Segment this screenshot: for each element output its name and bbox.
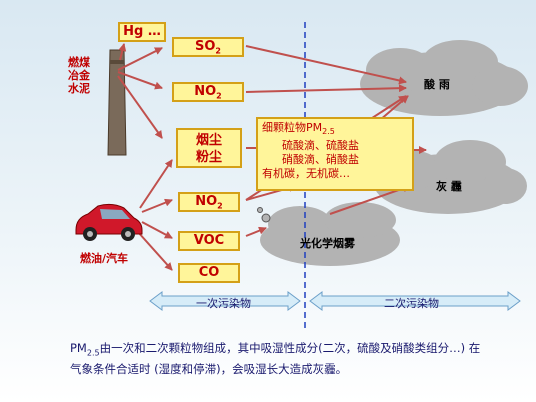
chimney-arrows [117, 43, 163, 139]
smog-cloud [257, 202, 400, 266]
pm25-line-carbon: 有机碳，无机碳… [262, 167, 350, 181]
chimney-icon [107, 49, 127, 156]
smog-label: 光化学烟雾 [300, 237, 355, 250]
primary-band [149, 291, 301, 311]
pm25-box: 细颗粒物PM2.5 硫酸滴、硫酸盐 硝酸滴、硝酸盐 有机碳，无机碳… [256, 117, 414, 191]
no2-bottom-box: NO2 [178, 192, 240, 212]
pm25-title: 细颗粒物PM2.5 [262, 121, 408, 139]
co-box: CO [178, 263, 240, 283]
caption-pm-prefix: PM [70, 341, 87, 355]
primary-band-label: 一次污染物 [196, 297, 251, 310]
pm25-title-subscript: 2.5 [322, 127, 335, 137]
coal-label-line: 燃煤 [68, 56, 90, 69]
voc-label: VOC [193, 233, 225, 248]
caption-line2: 气象条件合适时 (湿度和停滞)，会吸湿长大造成灰霾。 [70, 362, 348, 377]
car-source-label: 燃油/汽车 [80, 252, 129, 265]
hg-box: Hg … [118, 22, 166, 42]
caption-line1: PM2.5由一次和二次颗粒物组成，其中吸湿性成分(二次，硫酸及硝酸类组分…) 在 [70, 340, 520, 361]
no2-top-box: NO2 [172, 82, 244, 102]
no2-top-subscript: 2 [216, 91, 222, 101]
so2-box: SO2 [172, 37, 244, 57]
cement-label-line: 水泥 [68, 82, 90, 95]
car-arrows [137, 159, 173, 271]
voc-box: VOC [178, 231, 240, 251]
dust-label-line2: 粉尘 [195, 150, 222, 165]
so2-label: SO [195, 39, 216, 54]
caption-line1-text: 由一次和二次颗粒物组成，其中吸湿性成分(二次，硫酸及硝酸类组分…) 在 [99, 341, 481, 355]
caption-text: PM2.5由一次和二次颗粒物组成，其中吸湿性成分(二次，硫酸及硝酸类组分…) 在… [70, 340, 520, 377]
haze-label: 灰 霾 [436, 180, 462, 193]
metallurgy-label-line: 冶金 [68, 69, 90, 82]
co-label: CO [198, 265, 220, 280]
acid-rain-label: 酸 雨 [424, 78, 450, 91]
so2-subscript: 2 [215, 46, 221, 56]
no2-top-label: NO [194, 84, 217, 99]
pm25-line-nitrate: 硝酸滴、硝酸盐 [282, 153, 359, 167]
no2-bottom-label: NO [195, 194, 218, 209]
dust-box: 烟尘 粉尘 [176, 128, 242, 168]
pm25-line-sulfate: 硫酸滴、硫酸盐 [282, 139, 359, 153]
secondary-band [309, 291, 521, 311]
hg-label: Hg … [123, 24, 161, 39]
no2-bottom-subscript: 2 [217, 201, 223, 211]
dust-label-line1: 烟尘 [195, 133, 222, 148]
caption-pm-subscript: 2.5 [86, 348, 100, 358]
car-icon [75, 203, 143, 241]
pm25-title-text: 细颗粒物PM [262, 121, 323, 134]
coal-source-label: 燃煤 冶金 水泥 [68, 56, 90, 95]
secondary-band-label: 二次污染物 [384, 297, 439, 310]
